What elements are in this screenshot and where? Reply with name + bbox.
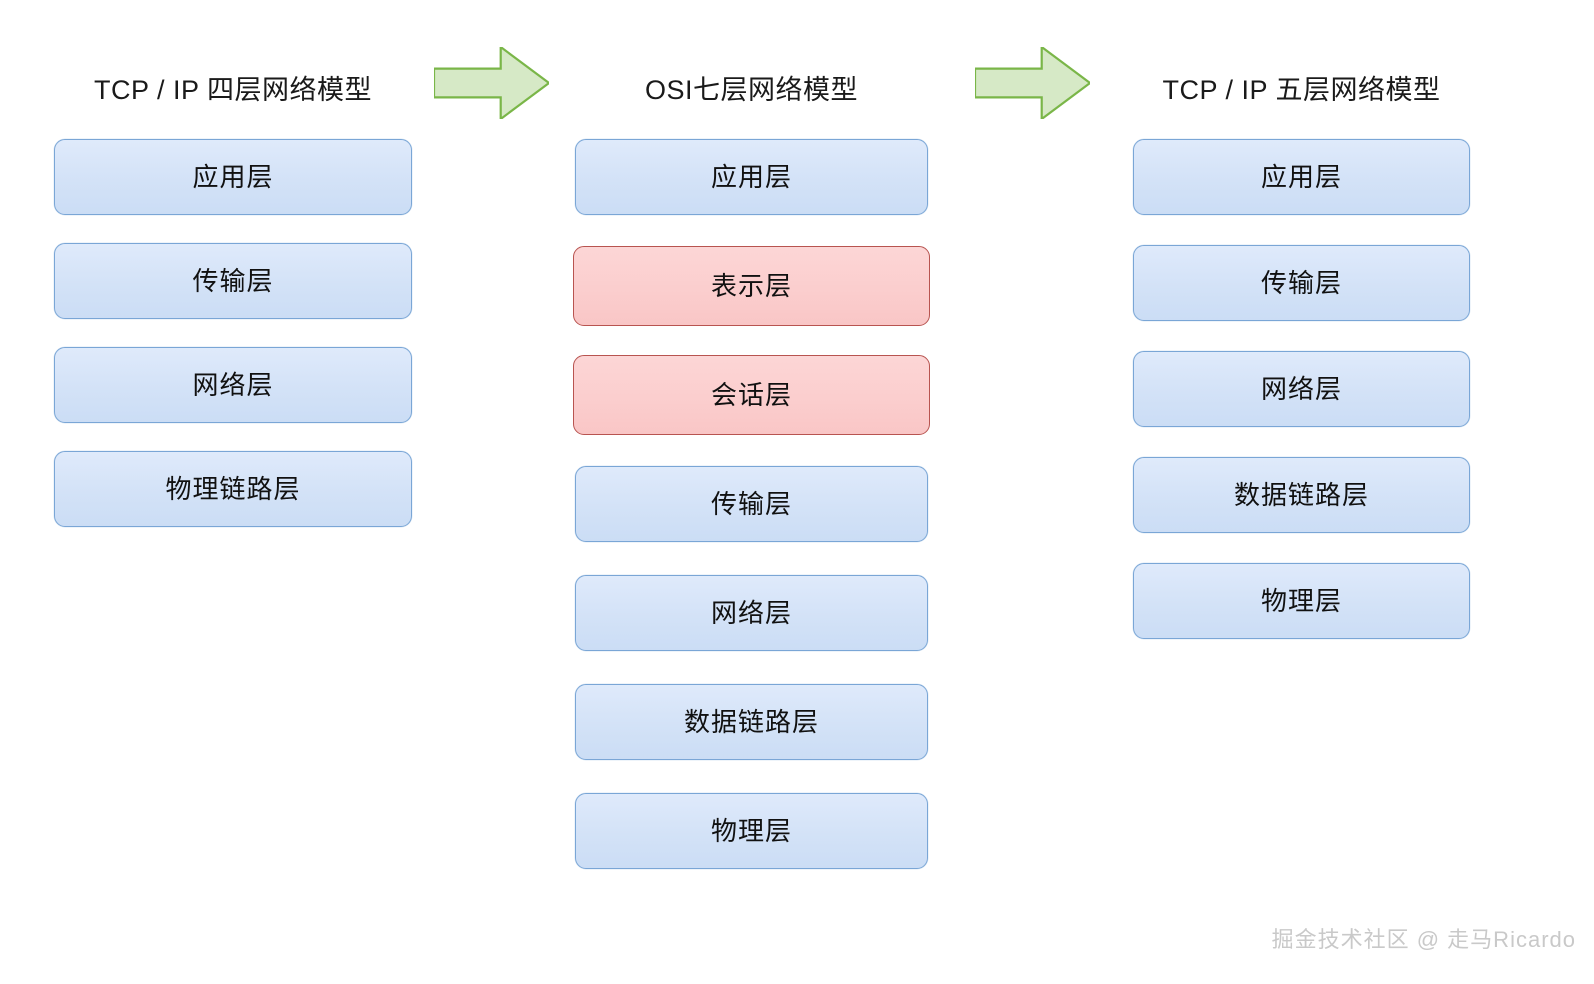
layer-box-label: 物理链路层 (165, 474, 301, 504)
layer-box[interactable]: 物理层 (1133, 563, 1470, 639)
layer-box[interactable]: 应用层 (575, 139, 928, 215)
layer-box[interactable]: 表示层 (573, 246, 930, 326)
layer-box-label: 传输层 (1260, 268, 1342, 298)
layer-box[interactable]: 物理链路层 (54, 451, 412, 527)
layer-box-label: 网络层 (192, 370, 274, 400)
layer-box[interactable]: 数据链路层 (1133, 457, 1470, 533)
flow-arrow-right-icon (434, 47, 549, 119)
layer-box[interactable]: 应用层 (54, 139, 412, 215)
column-title-osi-seven-layer: OSI七层网络模型 (644, 75, 858, 105)
layer-box[interactable]: 应用层 (1133, 139, 1470, 215)
layer-box-label: 网络层 (710, 598, 792, 628)
layer-box-label: 数据链路层 (1233, 480, 1369, 510)
column-title-tcpip-five-layer: TCP / IP 五层网络模型 (1162, 75, 1441, 105)
layer-box[interactable]: 网络层 (1133, 351, 1470, 427)
layer-box-label: 物理层 (710, 816, 792, 846)
layer-box-label: 会话层 (710, 380, 792, 410)
layer-box-label: 数据链路层 (683, 707, 819, 737)
layer-box-label: 物理层 (1260, 586, 1342, 616)
layer-box[interactable]: 会话层 (573, 355, 930, 435)
layer-box-label: 应用层 (192, 162, 274, 192)
layer-box[interactable]: 传输层 (1133, 245, 1470, 321)
layer-box-label: 应用层 (1260, 162, 1342, 192)
layer-box-label: 网络层 (1260, 374, 1342, 404)
layer-box-label: 传输层 (192, 266, 274, 296)
layer-box-label: 应用层 (710, 162, 792, 192)
layer-box[interactable]: 数据链路层 (575, 684, 928, 760)
flow-arrow-right-icon (975, 47, 1090, 119)
layer-box[interactable]: 传输层 (575, 466, 928, 542)
layer-box[interactable]: 传输层 (54, 243, 412, 319)
column-title-tcpip-four-layer: TCP / IP 四层网络模型 (93, 75, 373, 105)
layer-box-label: 传输层 (710, 489, 792, 519)
layer-box[interactable]: 物理层 (575, 793, 928, 869)
layer-box[interactable]: 网络层 (54, 347, 412, 423)
layer-box[interactable]: 网络层 (575, 575, 928, 651)
watermark: 掘金技术社区 @ 走马Ricardo (1271, 927, 1576, 952)
layer-box-label: 表示层 (710, 271, 792, 301)
